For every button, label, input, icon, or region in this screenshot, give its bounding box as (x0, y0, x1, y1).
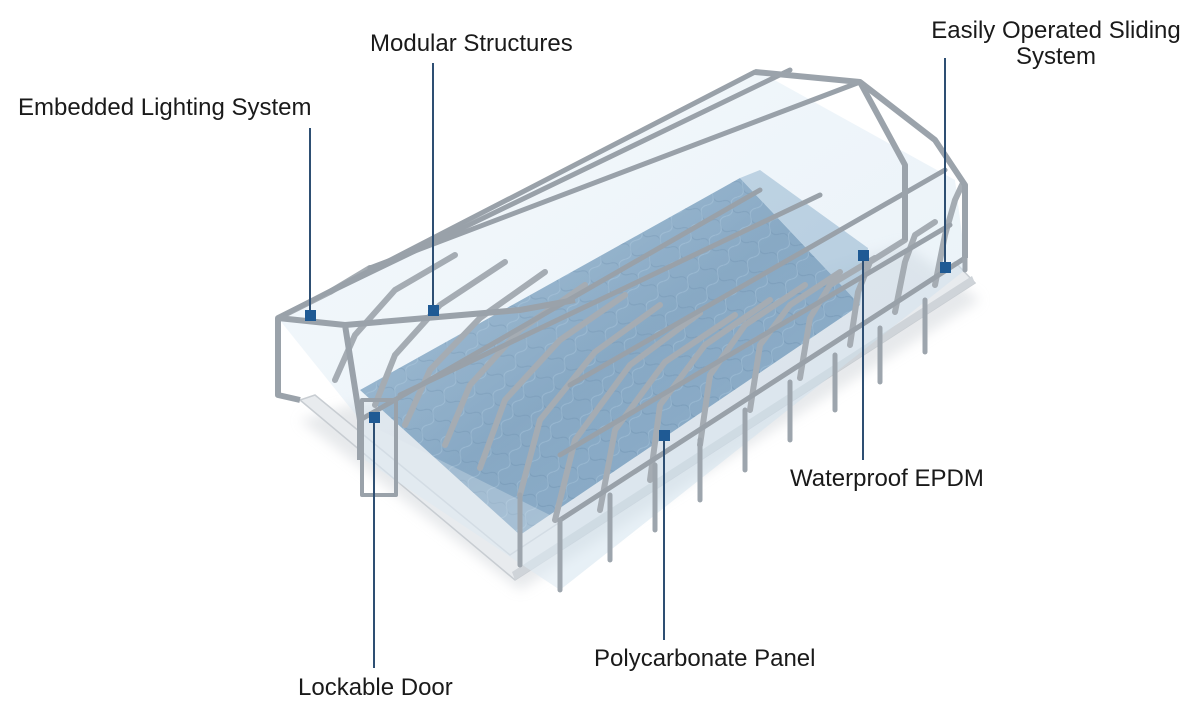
callout-sliding-line-2: System (1015, 43, 1096, 70)
marker-modular (428, 305, 439, 316)
callout-modular-structures: Modular Structures (370, 30, 573, 57)
marker-sliding (940, 262, 951, 273)
callout-easily-operated-sliding-system: Easily Operated Sliding System (918, 18, 1194, 70)
front-posts (517, 255, 968, 593)
callout-embedded-lighting-system: Embedded Lighting System (18, 94, 312, 121)
callout-waterproof-epdm: Waterproof EPDM (790, 465, 984, 492)
marker-door (369, 412, 380, 423)
callout-polycarbonate-panel: Polycarbonate Panel (594, 645, 816, 672)
far-end-arch (754, 69, 968, 258)
leader-lines (309, 58, 946, 668)
marker-waterproof (858, 250, 869, 261)
marker-polycarbonate (659, 430, 670, 441)
callout-markers (305, 250, 951, 441)
marker-lighting (305, 310, 316, 321)
callout-lockable-door: Lockable Door (298, 674, 453, 701)
door-end-frame (275, 297, 576, 497)
callout-sliding-line-1: Easily Operated Sliding (931, 17, 1181, 44)
